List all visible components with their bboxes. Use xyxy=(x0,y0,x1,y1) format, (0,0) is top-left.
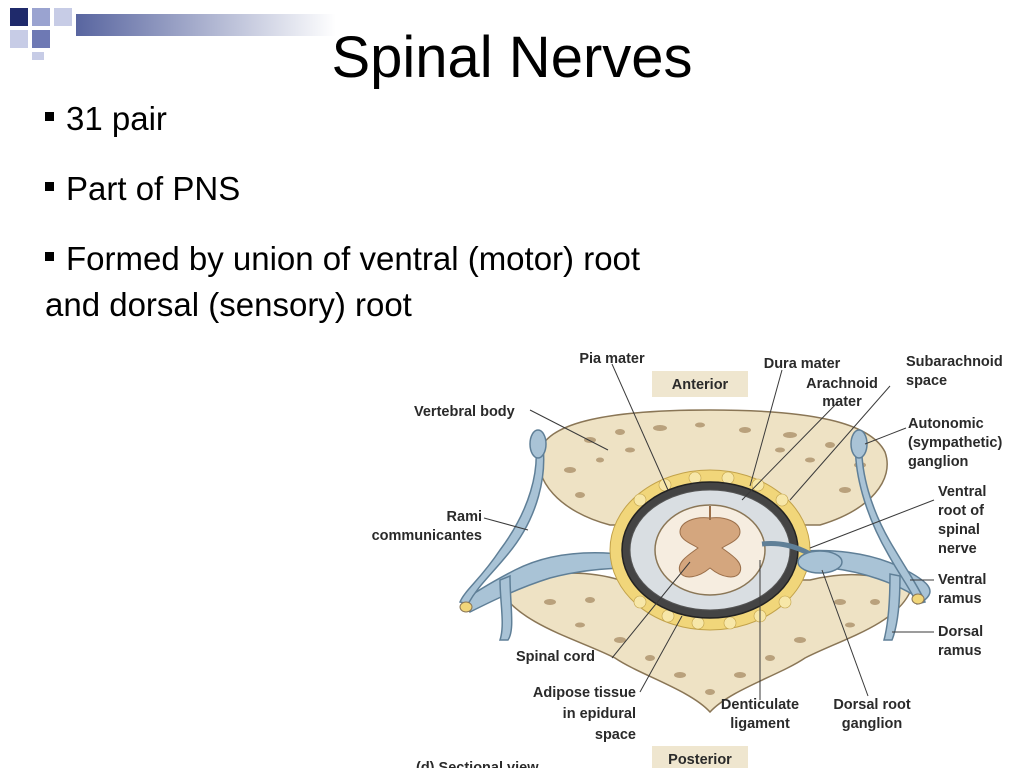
leader-lines xyxy=(483,363,935,700)
square-bullet-icon xyxy=(45,111,54,121)
ventral-root-label-line2: root of xyxy=(938,503,984,519)
autonomic-label-line2: (sympathetic) xyxy=(908,435,1002,451)
vertebral-body xyxy=(537,409,888,526)
left-sympathetic-ganglion xyxy=(529,429,547,459)
left-dorsal-ramus xyxy=(498,574,513,641)
square-bullet-icon xyxy=(45,251,54,261)
ventral-root-label-line3: spinal xyxy=(938,522,980,538)
subarachnoid-label-line2: space xyxy=(906,373,947,389)
right-sympathetic-ganglion xyxy=(850,429,868,459)
fat-texture xyxy=(633,471,792,630)
cord-gray-matter xyxy=(678,517,742,578)
ventral-ramus-label-line1: Ventral xyxy=(938,572,986,588)
bullet-item: Formed by union of ventral (motor) root … xyxy=(45,236,645,328)
drg-label-line1: Dorsal root xyxy=(833,697,911,713)
ventral-ramus-label-line2: ramus xyxy=(938,591,982,607)
arachnoid-label-line2: mater xyxy=(822,394,862,410)
denticulate-label-line1: Denticulate xyxy=(721,697,799,713)
bullet-list: 31 pair Part of PNS Formed by union of v… xyxy=(45,96,645,352)
ventral-root-label-line1: Ventral xyxy=(938,484,986,500)
posterior-label-box xyxy=(652,746,748,768)
dorsal-root-ganglion xyxy=(797,550,843,574)
slide-title: Spinal Nerves xyxy=(331,25,693,90)
spinal-cord-label: Spinal cord xyxy=(516,649,595,665)
left-spinal-nerve xyxy=(460,551,633,613)
bullet-item: 31 pair xyxy=(45,96,645,142)
adipose-label-line2: in epidural xyxy=(563,706,636,722)
vertebral-body-label: Vertebral body xyxy=(414,404,515,420)
autonomic-label-line3: ganglion xyxy=(908,454,968,470)
adipose-label-line1: Adipose tissue xyxy=(533,685,636,701)
dorsal-ramus-label-line2: ramus xyxy=(938,643,982,659)
rami-label-line2: communicantes xyxy=(372,528,482,544)
left-nerve-cut-end xyxy=(459,601,473,613)
bone-texture xyxy=(544,422,880,695)
anterior-label: Anterior xyxy=(672,377,729,393)
ventral-root xyxy=(761,541,812,557)
bullet-text: Part of PNS xyxy=(66,170,241,207)
posterior-label: Posterior xyxy=(668,752,732,768)
denticulate-label-line2: ligament xyxy=(730,716,790,732)
bullet-item: Part of PNS xyxy=(45,166,645,212)
bullet-text: 31 pair xyxy=(66,100,167,137)
pia-mater-label: Pia mater xyxy=(579,351,645,367)
bullet-text: Formed by union of ventral (motor) root … xyxy=(45,240,641,323)
arachnoid-label-line1: Arachnoid xyxy=(806,376,878,392)
adipose-label-line3: space xyxy=(595,727,636,743)
subarachnoid-label-line1: Subarachnoid xyxy=(906,354,1003,370)
dura-mater-label: Dura mater xyxy=(764,356,841,372)
ventral-root-label-line4: nerve xyxy=(938,541,977,557)
figure-caption: (d) Sectional view xyxy=(416,760,539,768)
drg-label-line2: ganglion xyxy=(842,716,902,732)
autonomic-label-line1: Autonomic xyxy=(908,416,984,432)
anterior-label-box xyxy=(652,371,748,397)
right-dorsal-ramus xyxy=(883,573,901,641)
corner-decoration xyxy=(0,0,340,60)
dorsal-ramus-label-line1: Dorsal xyxy=(938,624,983,640)
right-nerve-cut-end xyxy=(911,593,925,605)
square-bullet-icon xyxy=(45,181,54,191)
rami-label-line1: Rami xyxy=(447,509,482,525)
spinal-cross-section-diagram: Anterior Posterior Pia mater Dura mater … xyxy=(372,351,1003,768)
